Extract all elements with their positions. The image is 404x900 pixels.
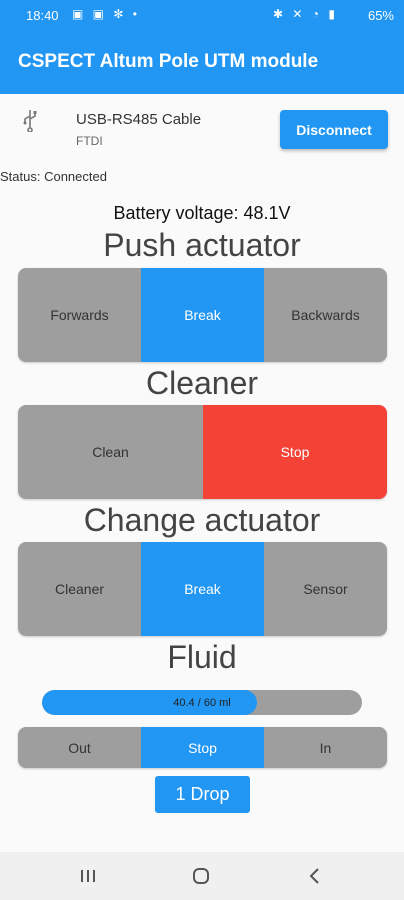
cleaner-stop-button[interactable]: Stop (203, 405, 387, 499)
cleaner-clean-button[interactable]: Clean (18, 405, 203, 499)
change-sensor-button[interactable]: Sensor (264, 542, 387, 636)
fluid-progress-bar: 40.4 / 60 ml (42, 690, 362, 715)
push-forwards-button[interactable]: Forwards (18, 268, 141, 362)
connection-status: Status: Connected (0, 169, 107, 184)
device-row: USB-RS485 Cable FTDI Disconnect (0, 100, 404, 160)
device-manufacturer: FTDI (76, 134, 103, 148)
fluid-title: Fluid (167, 639, 237, 675)
back-icon[interactable] (300, 864, 330, 888)
push-break-button[interactable]: Break (141, 268, 264, 362)
battery-voltage: Battery voltage: 48.1V (113, 203, 291, 223)
fluid-progress-label: 40.4 / 60 ml (173, 696, 231, 709)
system-nav-bar (0, 852, 404, 900)
signal-icons: ✱ ✕ ◔ ▮ (273, 7, 338, 21)
fluid-out-button[interactable]: Out (18, 727, 141, 768)
one-drop-button[interactable]: 1 Drop (155, 776, 250, 813)
push-actuator-control: Forwards Break Backwards (18, 268, 387, 362)
usb-icon (23, 110, 37, 132)
cleaner-title: Cleaner (145, 365, 259, 401)
app-title: CSPECT Altum Pole UTM module (18, 51, 319, 72)
change-actuator-title: Change actuator (83, 502, 321, 538)
clock: 18:40 (26, 8, 59, 23)
fluid-progress-fill (42, 690, 258, 715)
app-bar: CSPECT Altum Pole UTM module (0, 32, 404, 94)
battery-level: 65% (367, 8, 394, 23)
recent-apps-icon[interactable] (73, 864, 103, 888)
change-cleaner-button[interactable]: Cleaner (18, 542, 141, 636)
system-status-bar: 18:40 ▣ ▣ ✻ • ✱ ✕ ◔ ▮ 65% (0, 0, 404, 32)
notification-icons: ▣ ▣ ✻ • (72, 7, 140, 21)
fluid-in-button[interactable]: In (264, 727, 387, 768)
device-name: USB-RS485 Cable (76, 111, 202, 128)
disconnect-button[interactable]: Disconnect (280, 110, 388, 149)
change-actuator-control: Cleaner Break Sensor (18, 542, 387, 636)
home-icon[interactable] (186, 864, 216, 888)
push-backwards-button[interactable]: Backwards (264, 268, 387, 362)
push-actuator-title: Push actuator (103, 227, 301, 263)
fluid-stop-button[interactable]: Stop (141, 727, 264, 768)
fluid-control: Out Stop In (18, 727, 387, 768)
change-break-button[interactable]: Break (141, 542, 264, 636)
cleaner-control: Clean Stop (18, 405, 387, 499)
